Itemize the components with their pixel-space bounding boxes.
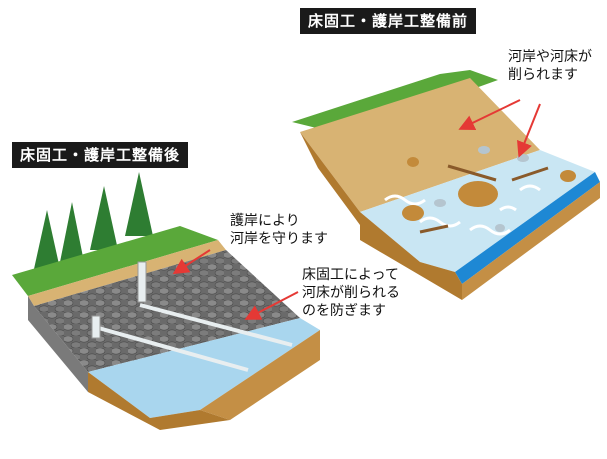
after-grass (12, 226, 218, 296)
after-diagram (12, 172, 320, 430)
callout-arrows (172, 99, 541, 320)
groundsill-callout: 床固工によって 河床が削られる のを防ぎます (302, 267, 400, 319)
before-water (360, 150, 595, 272)
after-soil (28, 240, 226, 306)
before-rock (560, 170, 576, 182)
before-title: 床固工・護岸工整備前 (300, 8, 477, 34)
groundsill-post (91, 315, 101, 339)
tree-icon (125, 172, 153, 236)
before-ground-front (360, 212, 462, 300)
before-ground-right (462, 182, 600, 300)
groundsill-post (137, 261, 147, 303)
before-stone (517, 154, 529, 162)
tree-icon (60, 202, 84, 262)
trees (32, 172, 153, 278)
arrow-icon (244, 291, 299, 320)
tree-icon (32, 210, 62, 278)
arrow-icon (172, 249, 211, 275)
after-title: 床固工・護岸工整備後 (12, 142, 189, 168)
before-diagram (292, 70, 600, 300)
before-stone (495, 224, 505, 232)
before-water-swirl (384, 184, 541, 236)
revetment-callout: 護岸により 河岸を守ります (230, 213, 328, 247)
before-driftwood (447, 164, 497, 182)
before-rock (407, 157, 419, 167)
before-bank (300, 78, 540, 212)
before-stone (478, 146, 490, 154)
before-bank-side (300, 132, 360, 225)
before-driftwood (511, 166, 549, 182)
after-cliff-side (28, 296, 88, 392)
before-stone (434, 199, 446, 207)
after-water (88, 318, 320, 418)
arrow-icon (517, 103, 541, 158)
arrow-icon (458, 99, 521, 130)
erosion-callout: 河岸や河床が 削られます (508, 49, 592, 83)
before-rock (458, 181, 498, 207)
after-ground-right (200, 330, 320, 420)
before-rock (402, 205, 424, 221)
tree-icon (90, 186, 118, 250)
after-ground-front (88, 372, 230, 430)
groundsill-wall (139, 303, 293, 347)
groundsill-wall (94, 325, 249, 372)
before-driftwood (419, 224, 449, 234)
before-water-front (455, 172, 600, 284)
